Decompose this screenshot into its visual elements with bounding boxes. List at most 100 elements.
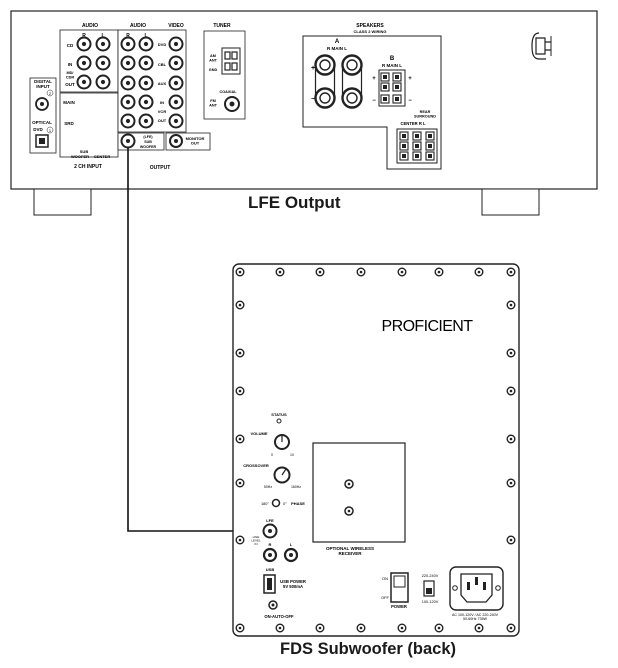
- video-aux-label: AUX: [158, 81, 167, 86]
- tuner-header: TUNER: [213, 23, 231, 29]
- plate-screw-center-16: [509, 437, 513, 441]
- video-dvd-label: DVD: [158, 42, 167, 47]
- digital-num-1: 1: [49, 128, 52, 133]
- fm-ant-jack-center: [229, 101, 235, 107]
- on-auto-off-switch-center: [271, 603, 275, 607]
- plate-screw-center-24: [359, 626, 363, 630]
- volume-max-label: 10: [290, 453, 294, 457]
- center-label: CENTER: [94, 154, 111, 159]
- receiver-foot-right: [481, 188, 540, 216]
- video-header: VIDEO: [168, 23, 184, 29]
- plate-screw-center-22: [278, 626, 282, 630]
- ac-pin-right: [483, 582, 486, 590]
- audio-mid-l-jack-5-center: [143, 118, 149, 124]
- am-terminal-3: [224, 62, 231, 71]
- speakers-a-minus: −: [311, 96, 315, 103]
- audio-mid-r-jack-3-center: [125, 80, 131, 86]
- surround-terminal-1-2-hole: [402, 144, 406, 148]
- on-auto-off-label: ON-AUTO-OFF: [264, 614, 294, 619]
- surround-terminal-2-3-hole: [415, 154, 419, 158]
- line-l-label: L: [290, 542, 293, 547]
- audio-video-jacks: [120, 36, 184, 129]
- ac-pin-center: [475, 577, 478, 585]
- optional-wireless-label-line: RECEIVER: [338, 551, 362, 556]
- phase-180-label: 180°: [261, 502, 269, 506]
- plate-screw-center-14: [509, 389, 513, 393]
- speaker-a-post-inner-1: [319, 59, 331, 71]
- line-level-in-label-line: IN: [255, 542, 258, 546]
- plate-screw-center-17: [238, 481, 242, 485]
- speakers-a-plus: +: [311, 65, 315, 72]
- wireless-receiver-cover: [312, 442, 406, 543]
- volume-label: VOLUME: [250, 431, 267, 436]
- wireless-cover-screw-bottom-center: [347, 509, 351, 513]
- plate-screw-center-26: [437, 626, 441, 630]
- speakers-a-sub: R MAIN L: [327, 46, 347, 51]
- audio-mid-r-jack-2-center: [125, 60, 131, 66]
- surround-terminal-2-2-hole: [415, 144, 419, 148]
- digital-num-2: 2: [49, 91, 52, 96]
- audio-mid-l: L: [144, 33, 147, 39]
- plate-screw-center-23: [318, 626, 322, 630]
- line-in-r-jack-center: [268, 553, 272, 557]
- speaker-b-terminal-1-hole: [383, 75, 387, 79]
- audio-mid-l-jack-1-center: [143, 41, 149, 47]
- surround-terminal-3-1-hole: [428, 134, 432, 138]
- dvd-digital-label: DVD: [33, 127, 43, 132]
- plate-screw-center-3: [318, 270, 322, 274]
- video-jack-2-center: [173, 60, 179, 66]
- am-terminal-4: [231, 62, 238, 71]
- lfe-cable: [127, 148, 270, 532]
- subwoofer-screws: [235, 267, 516, 633]
- speakers-b-sub: R MAIN L: [382, 63, 402, 68]
- audio-mdcdr-label-line: CDR: [66, 75, 74, 79]
- plate-screw-center-20: [509, 538, 513, 542]
- ac-pin-left: [467, 582, 470, 590]
- digital-num-1-marker: [46, 126, 54, 134]
- voltage-220-label: 220-240V: [422, 574, 439, 578]
- plate-screw-center-6: [437, 270, 441, 274]
- audio-left-l-jack-1-center: [100, 41, 106, 47]
- class2-label: CLASS 2 WIRING: [354, 29, 387, 34]
- line-r-label: R: [269, 542, 272, 547]
- lfe-sub-label-1: (LFE): [143, 135, 153, 139]
- plate-screw-center-1: [238, 270, 242, 274]
- rear-surround-label-line: SURROUND: [414, 114, 436, 118]
- output-label: OUTPUT: [150, 165, 171, 171]
- ac-inlet-screw-left: [452, 585, 458, 591]
- power-on-label: ON: [382, 576, 388, 581]
- usb-power-label-line: 5V 500mA: [283, 584, 303, 589]
- digital-coax-jack-center: [40, 102, 44, 106]
- center-rl-label: CENTER R L: [400, 121, 426, 126]
- audio-out-label: OUT: [65, 82, 75, 87]
- video-jack-1-center: [173, 41, 179, 47]
- volume-min-label: 0: [271, 453, 273, 457]
- lfe-output-caption: LFE Output: [248, 193, 341, 212]
- power-off-label: OFF: [381, 595, 390, 600]
- plate-screw-center-8: [509, 270, 513, 274]
- gnd-label: GND: [209, 68, 218, 72]
- plate-screw-center-27: [477, 626, 481, 630]
- srd-row-label: SRD: [64, 121, 74, 126]
- lfe-sub-label-3: WOOFER: [140, 145, 157, 149]
- speakers-b-plus: +: [372, 76, 376, 82]
- video-jack-3-center: [173, 80, 179, 86]
- plate-screw-center-21: [238, 626, 242, 630]
- plate-screw-center-13: [238, 389, 242, 393]
- lfe-input-jack-center: [268, 529, 272, 533]
- audio-mid-l-jack-3-center: [143, 80, 149, 86]
- am-terminal-1: [224, 51, 231, 60]
- phase-switch[interactable]: [271, 498, 281, 508]
- plate-screw-center-5: [400, 270, 404, 274]
- surround-terminal-1-1-hole: [402, 134, 406, 138]
- plate-screw-center-15: [238, 437, 242, 441]
- main-row-label: MAIN: [63, 100, 75, 105]
- voltage-selector-slider: [426, 588, 432, 594]
- audio-mid-r: R: [126, 33, 130, 39]
- fm-ant-label-line: ANT: [209, 103, 217, 107]
- speaker-a-post-inner-2: [346, 59, 358, 71]
